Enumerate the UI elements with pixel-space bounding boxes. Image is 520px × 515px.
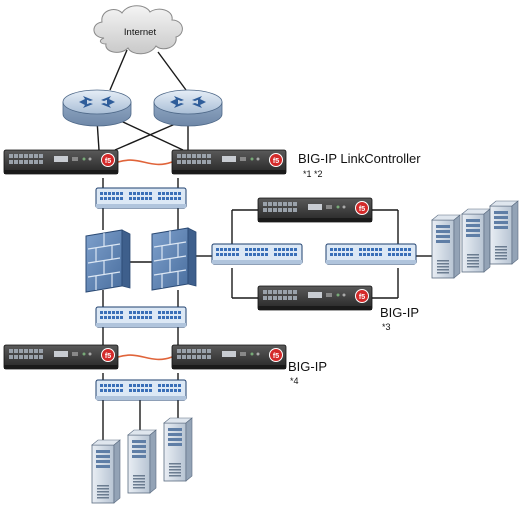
bigip-device-icon	[257, 285, 373, 311]
switch-icon	[95, 306, 187, 328]
bigip-device-icon	[171, 344, 287, 370]
bottom-bigip-note: *4	[290, 376, 299, 386]
right-bigip-note: *3	[382, 322, 391, 332]
bottom-bigip-title: BIG-IP	[288, 359, 327, 374]
router-icon	[153, 89, 223, 127]
server-icon	[163, 417, 193, 482]
ha-link-top	[117, 159, 173, 166]
router-icon	[62, 89, 132, 127]
cloud-label: Internet	[124, 27, 157, 38]
switch-icon	[211, 243, 303, 265]
bigip-device-icon	[3, 344, 119, 370]
firewall-icon	[85, 229, 131, 293]
switch-icon	[95, 187, 187, 209]
ha-link-bottom	[117, 354, 173, 361]
right-bigip-title: BIG-IP	[380, 305, 419, 320]
cloud-icon: Internet	[93, 5, 183, 55]
server-icon	[91, 439, 121, 504]
switch-icon	[325, 243, 417, 265]
top-bigip-note: *1 *2	[303, 169, 323, 179]
server-icon	[431, 214, 461, 279]
bigip-device-icon	[3, 149, 119, 175]
switch-icon	[95, 379, 187, 401]
bigip-device-icon	[257, 197, 373, 223]
firewall-icon	[151, 227, 197, 291]
server-icon	[127, 429, 157, 494]
server-icon	[461, 208, 491, 273]
bigip-device-icon	[171, 149, 287, 175]
server-icon	[489, 200, 519, 265]
top-bigip-title: BIG-IP LinkController	[298, 151, 421, 166]
